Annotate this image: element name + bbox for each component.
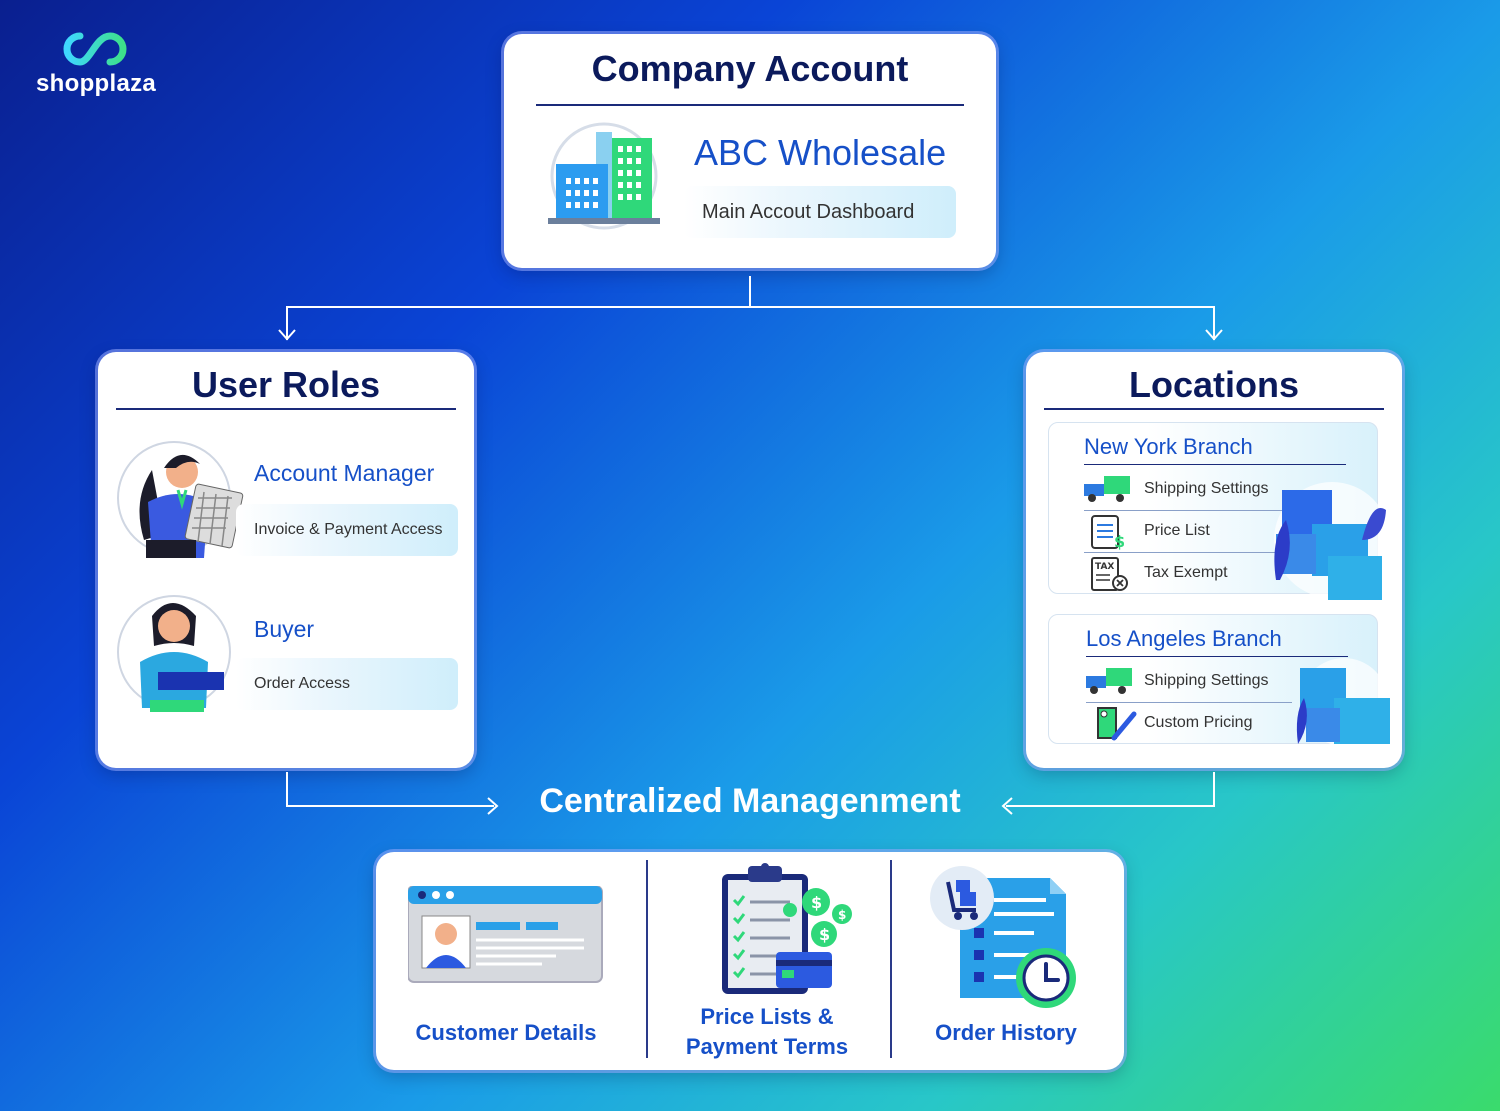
branch-item: Shipping Settings: [1144, 672, 1269, 689]
title-divider: [1044, 408, 1384, 410]
branch-name: New York Branch: [1084, 434, 1253, 459]
truck-icon: [1084, 476, 1130, 502]
account-manager-avatar: [117, 441, 244, 558]
central-item-label: Price Lists & Payment Terms: [652, 1002, 882, 1062]
building-icon: [548, 122, 660, 230]
centralized-management-card: Customer Details $ $ $ Price Lists & Payme…: [376, 852, 1124, 1070]
svg-text:$: $: [838, 908, 846, 922]
locations-card: Locations New York Branch Shipping Setti…: [1026, 352, 1402, 768]
tax-exempt-icon: TAX: [1091, 557, 1128, 591]
company-name: ABC Wholesale: [694, 132, 947, 173]
title-divider: [536, 104, 964, 106]
connector-left-up: [286, 772, 288, 806]
order-history-icon: [930, 866, 1076, 1008]
branch-item: Price List: [1144, 522, 1210, 539]
role-name: Buyer: [254, 616, 315, 642]
arrow-down-icon: [1205, 329, 1223, 341]
role-name: Account Manager: [254, 460, 435, 486]
arrow-right-icon: [487, 797, 499, 815]
branch-name: Los Angeles Branch: [1086, 626, 1282, 651]
role-access-pill: Invoice & Payment Access: [236, 504, 458, 556]
brand-name: shopplaza: [36, 70, 157, 97]
main-account-dashboard-pill: Main Accout Dashboard: [684, 186, 956, 238]
connector-horizontal: [286, 306, 1215, 308]
row-separator: [1086, 702, 1292, 703]
branch-item: Custom Pricing: [1144, 714, 1253, 731]
buyer-avatar: [117, 595, 231, 712]
central-item-label: Customer Details: [415, 1020, 597, 1045]
label-line: Price Lists &: [700, 1004, 834, 1029]
price-list-icon: $: [1091, 515, 1125, 550]
tax-label: TAX: [1095, 562, 1114, 572]
price-tag-pen-icon: [1097, 707, 1137, 741]
centralized-management-title: Centralized Managenment: [539, 782, 961, 820]
svg-text:$: $: [1114, 532, 1125, 550]
truck-icon: [1086, 668, 1132, 694]
user-roles-title: User Roles: [191, 364, 381, 405]
column-divider: [890, 860, 892, 1058]
connector-right-up: [1213, 772, 1215, 806]
arrow-down-icon: [278, 329, 296, 341]
connector-trunk: [749, 276, 751, 308]
user-roles-card: User Roles Account Manager Invoice & Pay…: [98, 352, 474, 768]
connector-right-drop: [1213, 306, 1215, 340]
label-line: Payment Terms: [685, 1034, 849, 1059]
clipboard-money-icon: $ $ $: [722, 863, 852, 994]
company-account-title: Company Account: [591, 48, 909, 89]
connector-right-horizontal: [1006, 805, 1215, 807]
central-item-label: Order History: [935, 1020, 1077, 1045]
boxes-plant-icon: [1274, 482, 1390, 600]
arrow-left-icon: [1001, 797, 1013, 815]
row-separator: [1084, 510, 1290, 511]
branch-item: Shipping Settings: [1144, 480, 1269, 497]
connector-left-drop: [286, 306, 288, 340]
boxes-plant-icon: [1296, 658, 1390, 746]
svg-text:$: $: [811, 893, 822, 912]
customer-card-icon: [408, 886, 603, 983]
branch-divider: [1086, 656, 1348, 657]
svg-text:$: $: [819, 925, 830, 944]
role-access-pill: Order Access: [236, 658, 458, 710]
infinity-logo-icon: [63, 32, 127, 66]
company-account-card: Company Account ABC Wholesale Main Accou…: [504, 34, 996, 268]
brand-logo: shopplaza: [34, 28, 164, 98]
branch-divider: [1084, 464, 1346, 465]
column-divider: [646, 860, 648, 1058]
branch-item: Tax Exempt: [1144, 564, 1228, 581]
title-divider: [116, 408, 456, 410]
row-separator: [1084, 552, 1290, 553]
locations-title: Locations: [1128, 364, 1299, 405]
connector-left-horizontal: [286, 805, 494, 807]
